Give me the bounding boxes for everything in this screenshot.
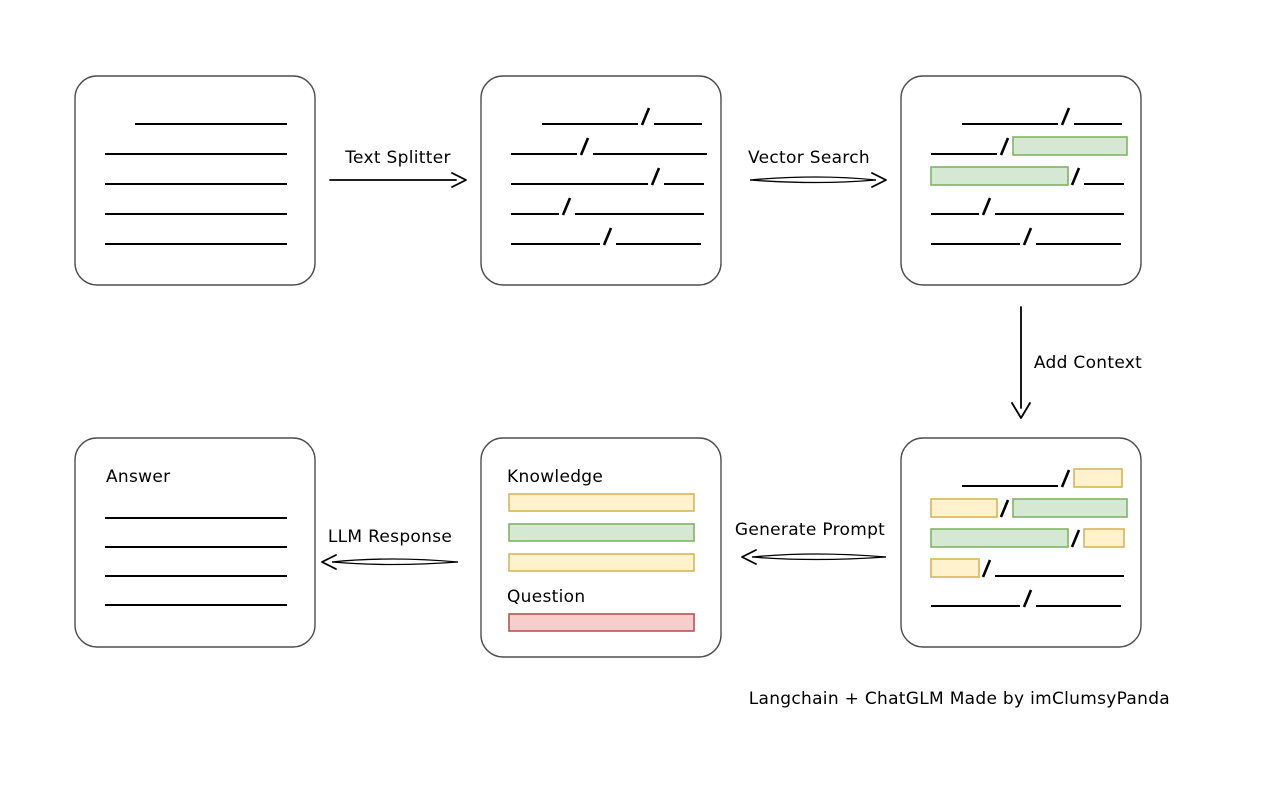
- answer-box[interactable]: Answer: [74, 437, 316, 648]
- edge-llm-response[interactable]: LLM Response: [321, 527, 459, 570]
- knowledge-heading: Knowledge: [507, 467, 603, 487]
- context-chunks-box-row: [930, 528, 1125, 548]
- separator-slash: [1070, 529, 1081, 548]
- arrow-head-right-icon: [871, 172, 887, 188]
- separator-slash: [579, 137, 590, 156]
- separator-slash: [1022, 227, 1033, 246]
- highlight-green-chunk[interactable]: [930, 528, 1069, 548]
- split-chunks-box-row: [542, 107, 702, 126]
- separator-slash: [999, 137, 1010, 156]
- knowledge-bar-1-bar[interactable]: [508, 493, 695, 512]
- arrow-head-down-icon: [1011, 402, 1031, 419]
- highlight-green-chunk[interactable]: [1012, 136, 1128, 156]
- edge-vector-search-label: Vector Search: [748, 148, 870, 168]
- arrow-head-left-icon: [321, 554, 337, 570]
- vector-matched-chunks-box-row: [931, 227, 1121, 246]
- separator-slash: [1060, 469, 1071, 488]
- answer-heading: Answer: [106, 467, 170, 487]
- edge-text-splitter-label: Text Splitter: [344, 148, 451, 168]
- vector-matched-chunks-box-row: [931, 197, 1124, 216]
- highlight-yellow-chunk[interactable]: [1083, 528, 1125, 548]
- split-chunks-box-row: [511, 197, 704, 216]
- split-chunks-box-frame: [480, 75, 722, 286]
- separator-slash: [1060, 107, 1071, 126]
- split-chunks-box-row: [511, 167, 704, 186]
- arrow-shaft-lower: [749, 179, 877, 184]
- highlight-yellow-chunk[interactable]: [930, 558, 980, 578]
- separator-slash: [999, 499, 1010, 518]
- answer-box-frame: [74, 437, 316, 648]
- separator-slash: [981, 559, 992, 578]
- arrow-shaft-upper: [749, 176, 877, 181]
- edge-generate-prompt-label: Generate Prompt: [735, 520, 885, 540]
- context-chunks-box-row: [931, 589, 1121, 608]
- arrow-head-right-icon: [451, 172, 467, 188]
- split-chunks-box[interactable]: [480, 75, 722, 286]
- knowledge-bar-3-bar[interactable]: [508, 553, 695, 572]
- edge-add-context[interactable]: Add Context: [1011, 306, 1142, 419]
- context-chunks-box-row: [962, 468, 1123, 488]
- separator-slash: [1070, 167, 1081, 186]
- separator-slash: [981, 197, 992, 216]
- separator-slash: [1022, 589, 1033, 608]
- context-chunks-box-row: [930, 558, 1124, 578]
- edge-generate-prompt[interactable]: Generate Prompt: [735, 520, 887, 565]
- edge-vector-search[interactable]: Vector Search: [748, 148, 887, 188]
- arrow-shaft-lower: [331, 561, 459, 566]
- highlight-yellow-chunk[interactable]: [930, 498, 998, 518]
- source-document-box-frame: [74, 75, 316, 286]
- context-chunks-box-row: [930, 498, 1128, 518]
- question-heading: Question: [507, 587, 585, 607]
- edge-text-splitter[interactable]: Text Splitter: [329, 148, 467, 188]
- knowledge-bar-2-bar[interactable]: [508, 523, 695, 542]
- prompt-box-frame: [480, 437, 722, 658]
- question-bar-1-bar[interactable]: [508, 613, 695, 632]
- highlight-green-chunk[interactable]: [1012, 498, 1128, 518]
- vector-matched-chunks-box-row: [962, 107, 1122, 126]
- credit-label: Langchain + ChatGLM Made by imClumsyPand…: [749, 689, 1170, 709]
- split-chunks-box-row: [511, 227, 701, 246]
- vector-matched-chunks-box-row: [931, 136, 1128, 156]
- edge-llm-response-label: LLM Response: [328, 527, 452, 547]
- vector-matched-chunks-box[interactable]: [900, 75, 1142, 286]
- arrow-shaft-upper: [751, 553, 887, 558]
- arrow-shaft-lower: [751, 556, 887, 561]
- split-chunks-box-row: [511, 137, 707, 156]
- separator-slash: [602, 227, 613, 246]
- edge-add-context-label: Add Context: [1034, 353, 1142, 373]
- separator-slash: [650, 167, 661, 186]
- separator-slash: [640, 107, 651, 126]
- context-chunks-box[interactable]: [900, 437, 1142, 648]
- vector-matched-chunks-box-row: [930, 166, 1124, 186]
- highlight-yellow-chunk[interactable]: [1073, 468, 1123, 488]
- arrow-shaft-upper: [331, 558, 459, 563]
- source-document-box[interactable]: [74, 75, 316, 286]
- arrow-head-left-icon: [741, 549, 757, 565]
- highlight-green-chunk[interactable]: [930, 166, 1069, 186]
- separator-slash: [561, 197, 572, 216]
